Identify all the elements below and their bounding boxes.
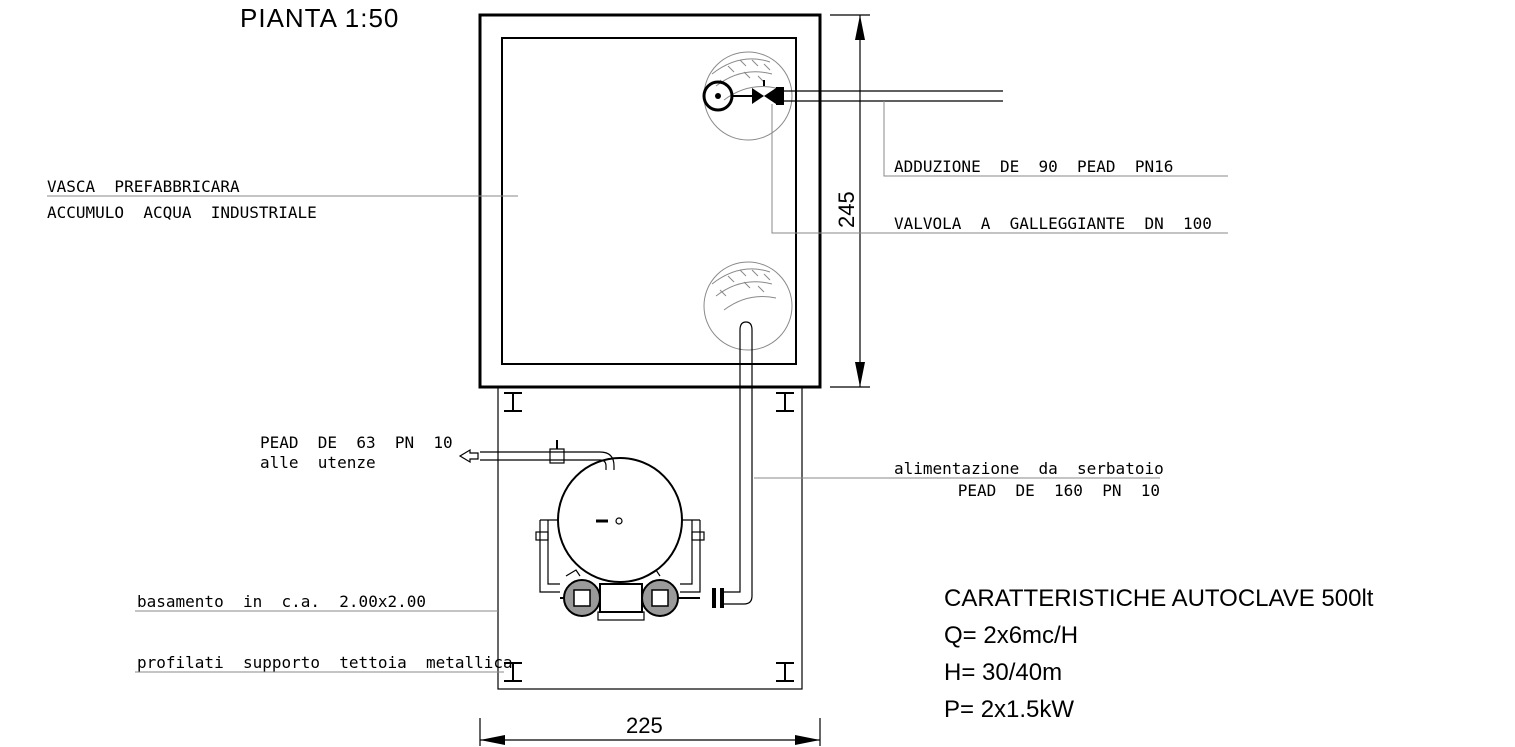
float-valve <box>702 80 784 112</box>
inlet-pipe <box>784 90 1003 102</box>
pumps <box>560 569 724 621</box>
dim-225: 225 <box>626 713 663 738</box>
dim-245: 245 <box>834 191 859 228</box>
manhole-bottom <box>703 261 793 351</box>
suction-pipe <box>720 321 753 605</box>
leader-lines <box>47 101 1228 673</box>
label-profilati: profilati supporto tettoia metallica <box>137 653 513 672</box>
label-tank-1: VASCA PREFABBRICARA <box>47 177 240 196</box>
autoclave-tank <box>535 457 705 593</box>
label-pead63-1: PEAD DE 63 PN 10 <box>260 433 453 452</box>
dimension-horizontal <box>479 718 821 746</box>
label-tank-2: ACCUMULO ACQUA INDUSTRIALE <box>47 203 317 222</box>
beam-profiles <box>504 392 794 682</box>
label-adduzione: ADDUZIONE DE 90 PEAD PN16 <box>894 157 1173 176</box>
spec-q: Q= 2x6mc/H <box>944 622 1078 649</box>
spec-heading: CARATTERISTICHE AUTOCLAVE 500lt <box>944 585 1374 612</box>
manhole-top <box>703 51 793 141</box>
spec-p: P= 2x1.5kW <box>944 696 1074 723</box>
base-slab <box>497 386 803 690</box>
label-valvola: VALVOLA A GALLEGGIANTE DN 100 <box>894 214 1212 233</box>
label-basamento: basamento in c.a. 2.00x2.00 <box>137 592 426 611</box>
label-pead63-2: alle utenze <box>260 453 376 472</box>
dimension-vertical <box>830 14 870 388</box>
spec-h: H= 30/40m <box>944 659 1062 686</box>
outlet-pipe <box>458 440 615 470</box>
autoclave-specs: CARATTERISTICHE AUTOCLAVE 500lt Q= 2x6mc… <box>944 585 1374 723</box>
tank <box>478 13 822 389</box>
label-alimentazione-2: PEAD DE 160 PN 10 <box>958 481 1160 500</box>
label-alimentazione-1: alimentazione da serbatoio <box>894 459 1164 478</box>
drawing-title: PIANTA 1:50 <box>240 3 399 33</box>
